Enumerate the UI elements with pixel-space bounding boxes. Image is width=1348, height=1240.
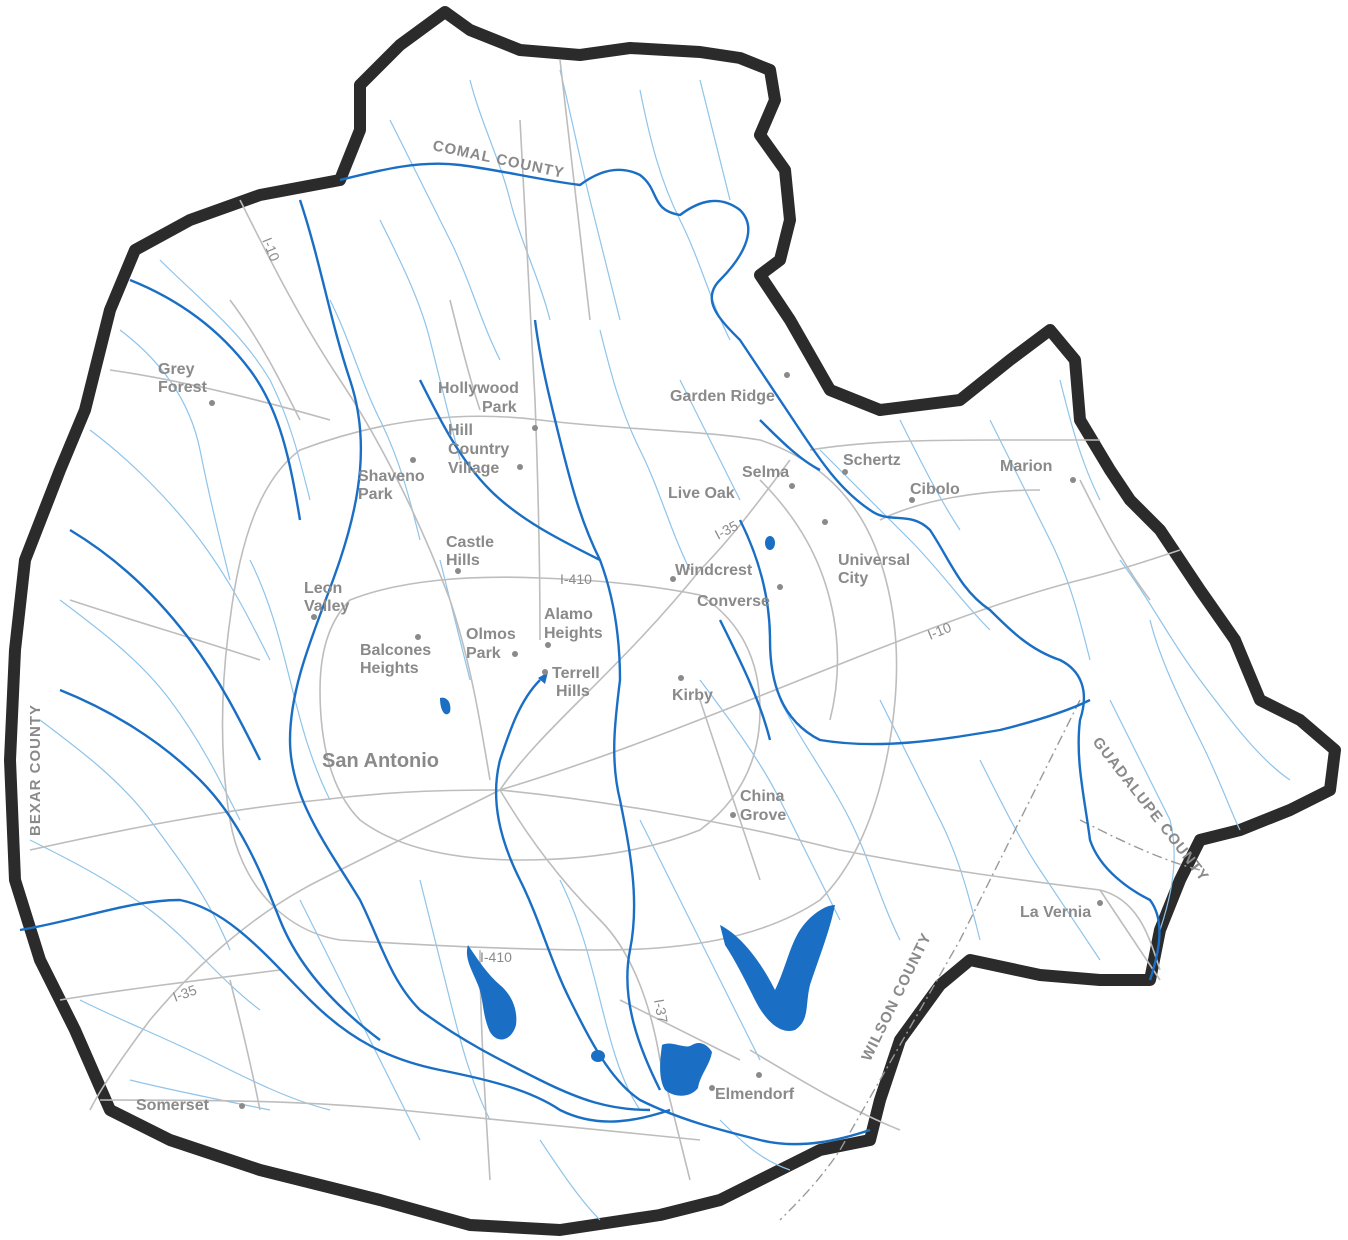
label-balcones-heights: Balcones Heights — [360, 642, 436, 677]
label-elmendorf: Elmendorf — [715, 1086, 795, 1103]
label-hill-country-village: Hill Country Village — [448, 422, 514, 477]
label-garden-ridge: Garden Ridge — [670, 388, 775, 405]
label-san-antonio: San Antonio — [322, 750, 439, 772]
label-somerset: Somerset — [136, 1097, 210, 1114]
label-leon-valley: Leon Valley — [304, 580, 349, 615]
label-alamo-heights: Alamo Heights — [544, 606, 603, 642]
lakes — [440, 536, 835, 1096]
label-grey-forest: Grey Forest — [158, 361, 208, 396]
label-cibolo: Cibolo — [910, 481, 960, 498]
label-marion: Marion — [1000, 458, 1052, 475]
label-shavano-park: Shaveno Park — [358, 468, 429, 503]
label-converse: Converse — [697, 593, 770, 610]
label-castle-hills: Castle Hills — [446, 534, 498, 569]
rivers — [19, 162, 1161, 1146]
label-schertz: Schertz — [843, 452, 901, 469]
place-labels: Grey Forest Hollywood Park Hill Country … — [136, 361, 1091, 1114]
label-selma: Selma — [742, 464, 789, 481]
calaveras-lake — [720, 905, 835, 1031]
label-la-vernia: La Vernia — [1020, 904, 1091, 921]
label-china-grove: China Grove — [740, 788, 789, 824]
bexar-county-label: BEXAR COUNTY — [27, 704, 44, 836]
braunig-lake — [660, 1042, 712, 1096]
road-label-i410-south: I-410 — [480, 949, 512, 965]
label-terrell-hills: Terrell Hills — [552, 665, 604, 700]
county-lines — [779, 699, 1201, 1221]
label-windcrest: Windcrest — [675, 562, 753, 579]
mitchell-lake — [466, 945, 517, 1040]
label-hollywood-park: Hollywood Park — [438, 380, 523, 416]
place-dots — [209, 372, 1103, 1109]
road-label-i35-south: I-35 — [171, 981, 199, 1004]
label-kirby: Kirby — [672, 687, 713, 704]
road-label-i37: I-37 — [651, 998, 671, 1025]
label-live-oak: Live Oak — [668, 485, 735, 502]
label-universal-city: Universal City — [838, 552, 915, 587]
road-label-i410-north: I-410 — [560, 571, 592, 587]
label-olmos-park: Olmos Park — [466, 626, 520, 662]
